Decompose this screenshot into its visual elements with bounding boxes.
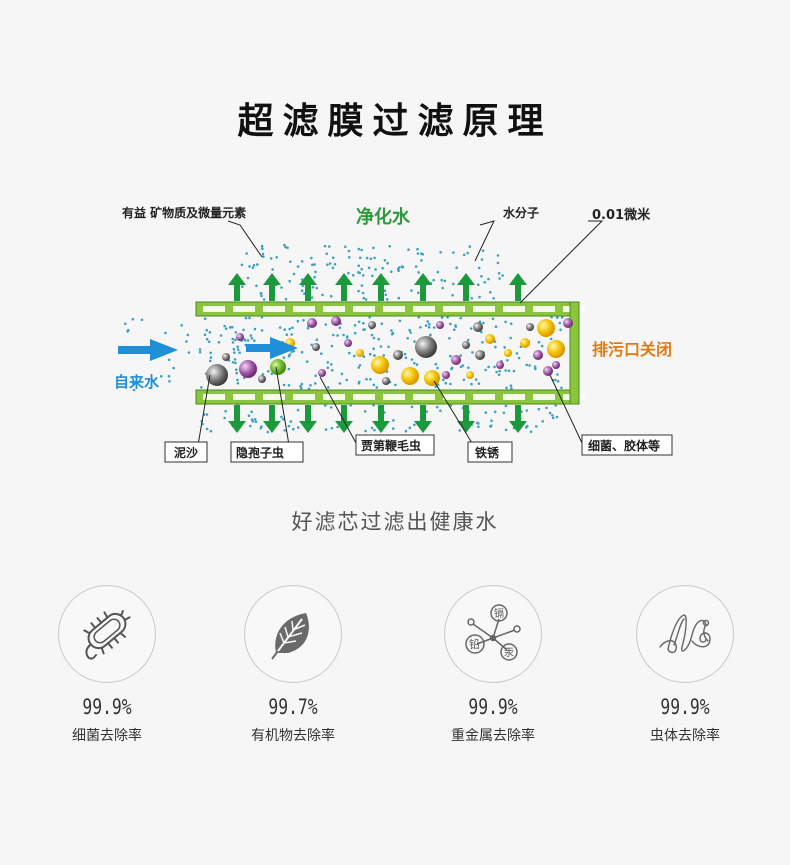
lead-text: 铅 (469, 637, 480, 651)
inner-flow-arrow (246, 337, 298, 359)
feature-parasite: 99.9% 虫体去除率 (610, 585, 760, 745)
particles (206, 316, 573, 386)
feature-circle (244, 585, 342, 683)
label-giardia: 贾第鞭毛虫 (361, 438, 421, 453)
feature-label: 细菌去除率 (72, 728, 142, 744)
filtration-diagram: 有益 矿物质及微量元素 净化水 水分子 0.01微米 自来水 排污口关闭 泥沙 … (114, 205, 673, 463)
label-pore-size: 0.01微米 (592, 207, 651, 223)
feature-percentage: 99.7% (268, 695, 318, 719)
bottom-membrane (195, 389, 585, 405)
feature-percentage: 99.9% (468, 695, 518, 719)
label-drain-closed: 排污口关闭 (592, 340, 672, 359)
feature-heavy-metal: 镉 铅 汞 99.9% 重金属去除率 (418, 585, 568, 745)
label-bacteria-colloid: 细菌、胶体等 (588, 438, 660, 453)
feature-bacteria: 99.9% 细菌去除率 (32, 585, 182, 745)
heavy-metal-icon: 镉 铅 汞 (465, 604, 521, 661)
subtitle: 好滤芯过滤出健康水 (291, 510, 499, 534)
feature-label: 有机物去除率 (251, 728, 335, 744)
mercury-text: 汞 (504, 647, 514, 659)
parasite-icon (659, 614, 711, 654)
flow-arrows (228, 273, 527, 433)
label-water-molecule: 水分子 (503, 205, 539, 220)
bacteria-icon (83, 610, 131, 660)
top-membrane (195, 301, 585, 317)
page-title: 超滤膜过滤原理 (237, 101, 553, 142)
label-clean-water: 净化水 (356, 206, 411, 228)
leaf-icon (271, 613, 309, 660)
drain-end-cap (569, 301, 580, 405)
cadmium-text: 镉 (494, 607, 504, 620)
feature-circle (636, 585, 734, 683)
feature-percentage: 99.9% (82, 695, 132, 719)
inlet-arrow (118, 339, 178, 361)
label-tap-water: 自来水 (114, 373, 160, 391)
label-minerals: 有益 矿物质及微量元素 (122, 205, 246, 220)
feature-circle (58, 585, 156, 683)
label-rust: 铁锈 (475, 445, 500, 460)
feature-percentage: 99.9% (660, 695, 710, 719)
feature-label: 虫体去除率 (650, 728, 720, 744)
water-molecule-dots (124, 243, 569, 434)
leader-lines (196, 220, 604, 452)
feature-label: 重金属去除率 (451, 728, 535, 744)
label-boxes: 泥沙 隐孢子虫 贾第鞭毛虫 铁锈 细菌、胶体等 (164, 434, 673, 463)
feature-organic: 99.7% 有机物去除率 (218, 585, 368, 745)
feature-circle: 镉 铅 汞 (444, 585, 542, 683)
label-mud: 泥沙 (174, 446, 198, 460)
label-cryptosporidium: 隐孢子虫 (236, 445, 284, 460)
